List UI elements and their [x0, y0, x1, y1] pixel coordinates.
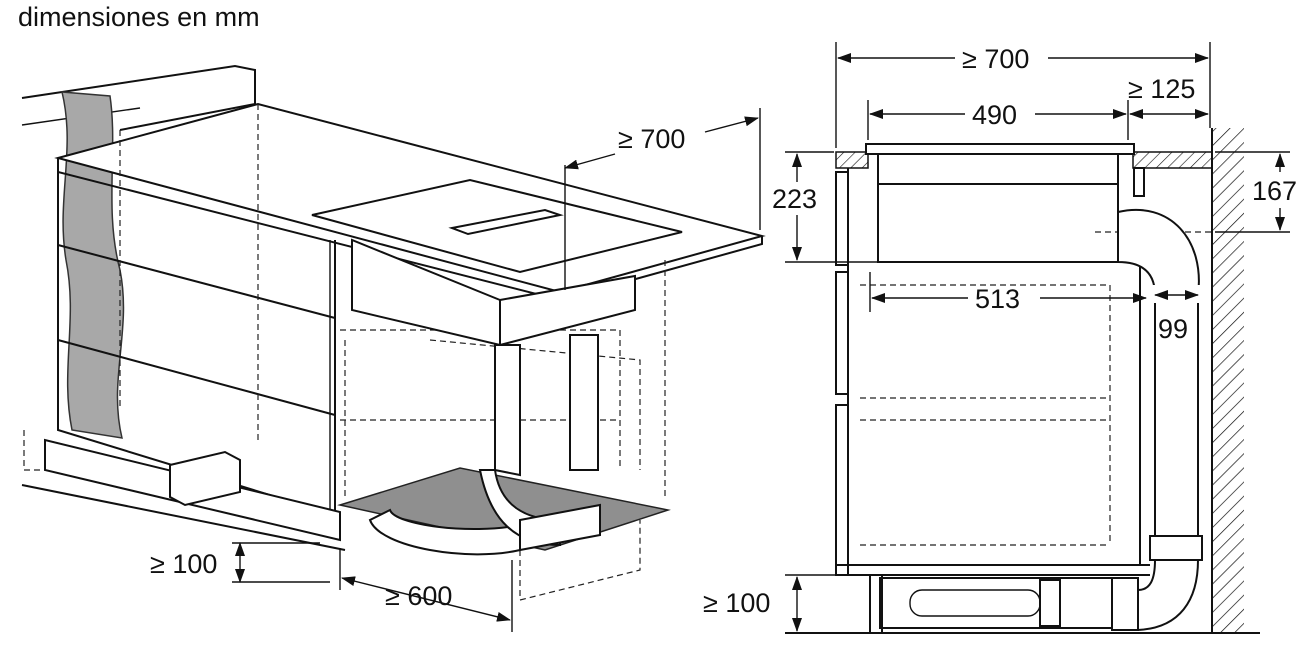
- wall-hatch: [1212, 128, 1244, 633]
- diagram-title: dimensiones en mm: [18, 2, 260, 32]
- iso-plinth-label: ≥ 100: [150, 549, 217, 579]
- countertop-rear: [1132, 151, 1213, 169]
- iso-depth-label: ≥ 700: [618, 124, 685, 154]
- duct-vertical: [494, 344, 521, 477]
- cooktop-section: [865, 143, 1135, 155]
- section-depth-label: ≥ 700: [962, 44, 1029, 74]
- section-view: ≥ 700 490 ≥ 125 223 167 513 99: [703, 42, 1297, 634]
- cutout-height-label: 223: [772, 184, 817, 214]
- hood-unit-side: [499, 274, 636, 347]
- section-plinth-label: ≥ 100: [703, 588, 770, 618]
- unit-body: [877, 183, 1119, 263]
- cooktop-width-label: 490: [972, 100, 1017, 130]
- duct-riser: [1117, 209, 1200, 541]
- unit-depth-label: 513: [975, 284, 1020, 314]
- countertop-front: [835, 151, 869, 169]
- duct-width-label: 99: [1158, 314, 1188, 344]
- vent-slot: [448, 208, 564, 236]
- iso-width-label: ≥ 600: [385, 581, 452, 611]
- rear-gap-label: ≥ 125: [1128, 74, 1195, 104]
- unit-height-label: 167: [1252, 176, 1297, 206]
- wall-section: [61, 91, 125, 439]
- plinth-duct-section: [879, 577, 1139, 629]
- wall-outline: [21, 64, 256, 131]
- isometric-view: ≥ 700 ≥ 100 ≥ 600: [21, 64, 766, 632]
